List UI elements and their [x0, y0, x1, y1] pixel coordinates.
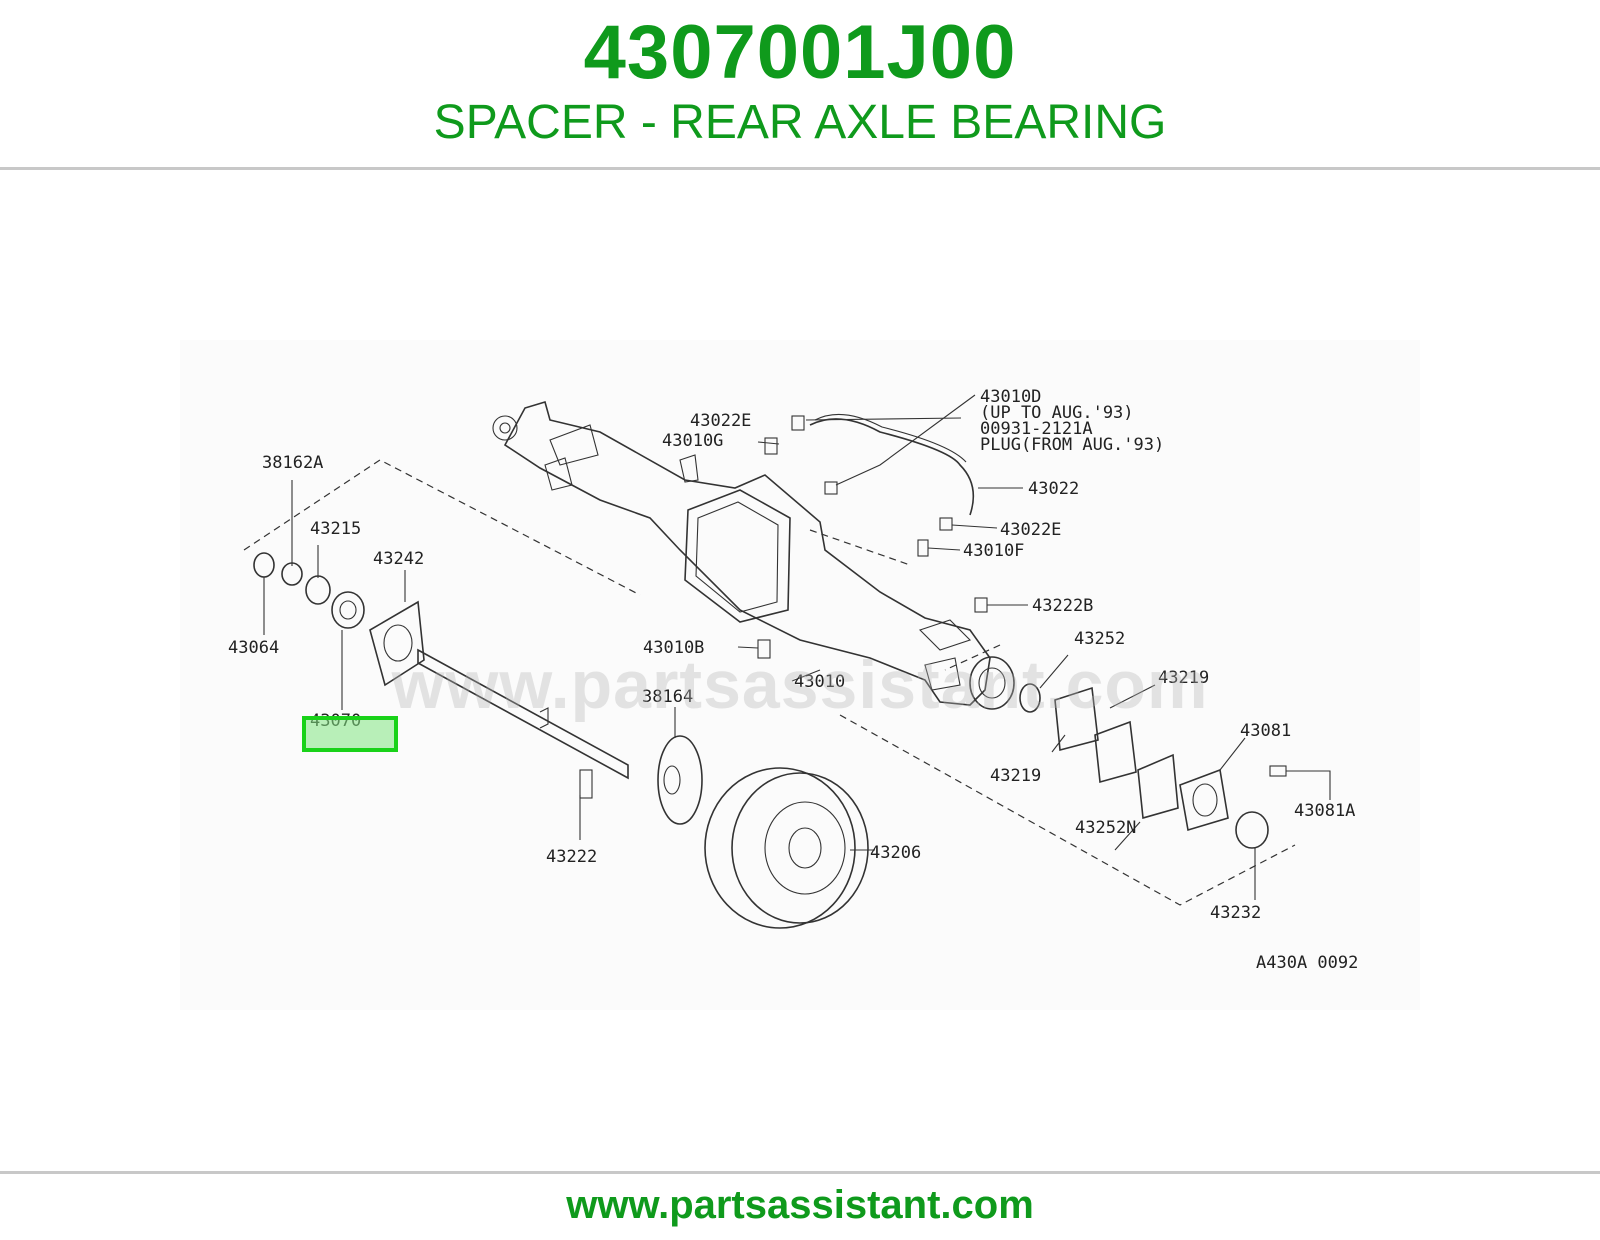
page-header: 4307001J00 SPACER - REAR AXLE BEARING [0, 0, 1600, 170]
callout-43064: 43064 [228, 638, 279, 658]
callout-43022e-top: 43022E [690, 411, 751, 431]
callout-43081: 43081 [1240, 721, 1291, 741]
callout-43010b: 43010B [643, 638, 704, 658]
callout-43022e-mid: 43022E [1000, 520, 1061, 540]
washer-43064 [253, 552, 275, 578]
exploded-axle-diagram: 43010D (UP TO AUG.'93) 00931-2121A PLUG(… [228, 387, 1358, 973]
bearing-43232 [1235, 811, 1269, 849]
callout-38162a: 38162A [262, 453, 323, 473]
bolt-43222b [974, 597, 988, 613]
drain-plug-43010b [757, 639, 771, 659]
part-number-title: 4307001J00 [583, 10, 1017, 95]
callout-up-to-aug-93: (UP TO AUG.'93) [980, 403, 1134, 423]
axle-housing [492, 400, 1015, 710]
backing-plate-43242 [369, 600, 425, 687]
spacer-43070 [331, 591, 365, 629]
nut-38162a [281, 562, 303, 586]
plug-43010d [824, 481, 838, 495]
gasket-43219-b [1094, 720, 1137, 784]
callout-00931-2121a: 00931-2121A [980, 419, 1093, 439]
breather-fitting-f [917, 539, 929, 557]
seal-group-outline [944, 644, 1001, 671]
gear-43215 [305, 575, 331, 605]
gasket-43219-a [1054, 686, 1099, 752]
callout-38164: 38164 [642, 687, 693, 707]
callout-43222b: 43222B [1032, 596, 1093, 616]
breather-group-outline [809, 529, 911, 566]
callout-43252: 43252 [1074, 629, 1125, 649]
hose-clip-mid [939, 517, 953, 531]
callout-43219-right: 43219 [1158, 668, 1209, 688]
callout-plug-from-aug-93: PLUG(FROM AUG.'93) [980, 435, 1164, 455]
highlighted-part-43070[interactable] [302, 716, 398, 752]
breather-hose [809, 418, 975, 516]
callout-43010: 43010 [794, 672, 845, 692]
part-name-subtitle: SPACER - REAR AXLE BEARING [433, 96, 1167, 149]
callout-43252n: 43252N [1075, 818, 1136, 838]
seal-43252 [1019, 683, 1041, 713]
callout-43232: 43232 [1210, 903, 1261, 923]
brake-drum-43206 [704, 767, 869, 929]
figure-code: A430A 0092 [1256, 953, 1358, 973]
callout-43081a: 43081A [1294, 801, 1355, 821]
right-group-outline [839, 714, 1296, 906]
left-group-outline [243, 459, 641, 596]
callout-43022: 43022 [1028, 479, 1079, 499]
callout-43222: 43222 [546, 847, 597, 867]
callout-43219-left: 43219 [990, 766, 1041, 786]
callout-43010g: 43010G [662, 431, 723, 451]
footer-site-link[interactable]: www.partsassistant.com [566, 1183, 1034, 1227]
plate-43252n [1137, 753, 1179, 820]
callout-43242: 43242 [373, 549, 424, 569]
callout-43010f: 43010F [963, 541, 1024, 561]
header-divider [0, 167, 1600, 170]
bolt-43081a [1269, 765, 1287, 777]
axle-shaft-38164 [417, 648, 703, 825]
retainer-43081 [1179, 768, 1229, 832]
callout-43206: 43206 [870, 843, 921, 863]
breather-fitting-g [764, 437, 778, 455]
hose-clip-top [791, 415, 805, 431]
callout-43215: 43215 [310, 519, 361, 539]
callout-43010d: 43010D [980, 387, 1041, 407]
footer-divider [0, 1171, 1600, 1174]
parts-diagram: 43010D (UP TO AUG.'93) 00931-2121A PLUG(… [180, 340, 1420, 1010]
